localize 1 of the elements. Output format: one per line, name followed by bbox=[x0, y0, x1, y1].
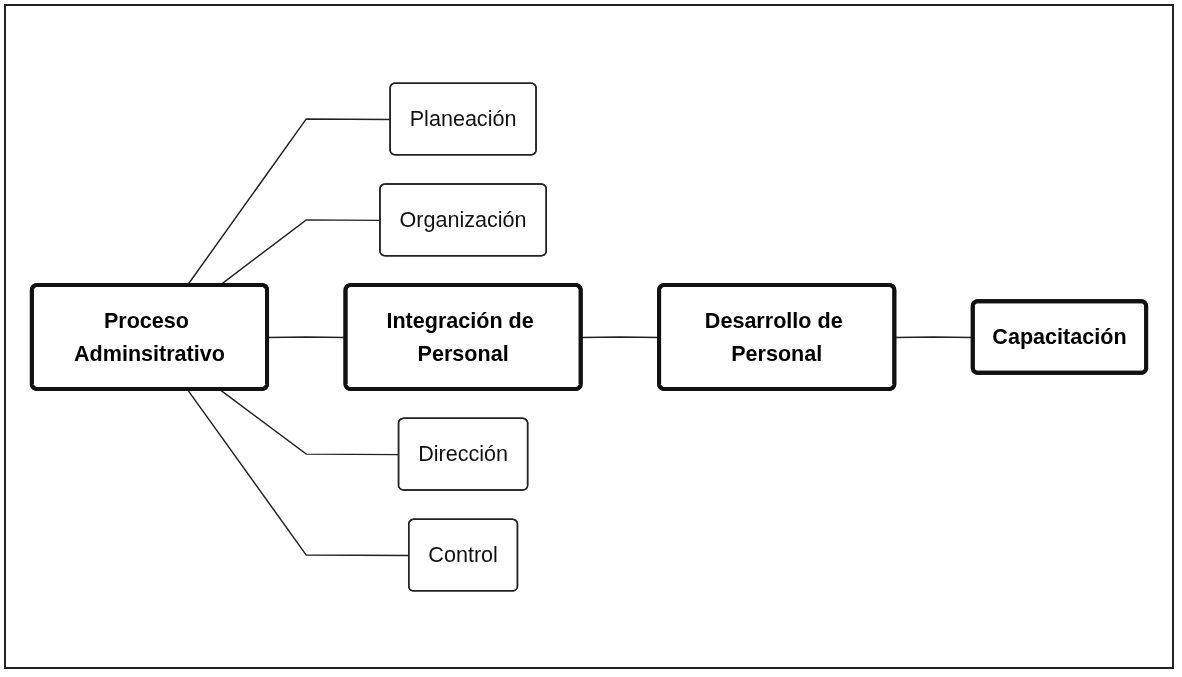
diagram-frame: Proceso Adminsitrativo Planeación Organización Integración de Personal Dirección Control Desarrollo de Personal Capacitación bbox=[4, 4, 1174, 669]
